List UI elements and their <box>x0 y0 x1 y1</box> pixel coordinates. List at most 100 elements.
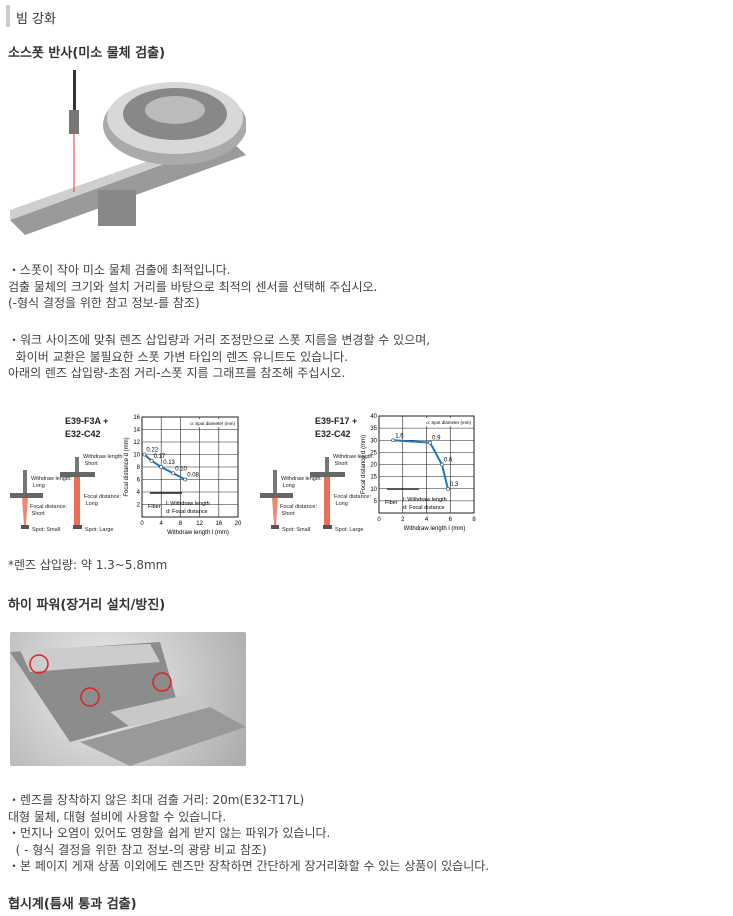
y-tick-label: 12 <box>133 440 140 446</box>
sensor-head-long <box>23 470 27 493</box>
data-label: 0.17 <box>154 454 166 460</box>
inset-fiber-label: Fiber <box>385 500 398 506</box>
label-focal-short: Focal distance: Short <box>280 504 317 517</box>
x-tick-label: 8 <box>179 521 183 527</box>
text-line: 검출 물체의 크기와 설치 거리를 바탕으로 최적의 센서를 선택해 주십시오. <box>8 279 378 294</box>
lens-note: *렌즈 삽입량: 약 1.3~5.8mm <box>8 558 168 572</box>
inset-fiber-label: Fiber <box>148 504 161 510</box>
x-tick-label: 8 <box>472 517 476 523</box>
sensor-head-short <box>75 457 79 472</box>
label-focal-short: Focal distance: Short <box>30 504 67 517</box>
data-label: 0.13 <box>163 460 175 466</box>
beam-long-focal <box>324 477 330 525</box>
spot-small <box>21 525 29 529</box>
label-withdraw-long: Withdraw length: Long <box>31 476 72 489</box>
y-tick-label: 40 <box>370 414 377 420</box>
x-tick-label: 4 <box>160 521 164 527</box>
x-axis-label: Withdraw length l (mm) <box>404 526 466 532</box>
y-tick-label: 16 <box>133 415 140 421</box>
text-line: 대형 물체, 대형 설비에 사용할 수 있습니다. <box>8 809 227 824</box>
x-tick-label: 16 <box>215 521 222 527</box>
y-tick-label: 4 <box>137 490 141 496</box>
legend-spot-diameter: o: Spot diameter (mm) <box>426 420 471 425</box>
spot-small <box>271 525 279 529</box>
section-title-small-spot: 소스폿 반사(미소 물체 검출) <box>8 46 166 61</box>
label-focal-long: Focal distance: Long <box>84 494 121 507</box>
y-tick-label: 6 <box>137 478 141 484</box>
data-label: 0.08 <box>187 473 199 479</box>
chart-title: E32-C42 <box>65 429 101 439</box>
text-line: ・스폿이 작아 미소 물체 검출에 최적입니다. <box>8 263 231 277</box>
high-power-photo <box>10 632 246 766</box>
label-withdraw-short: Withdraw length: Short <box>83 454 124 467</box>
y-tick-label: 14 <box>133 428 140 434</box>
beam-short-focal <box>272 498 278 525</box>
y-tick-label: 5 <box>374 499 378 505</box>
data-label: 0.22 <box>146 448 158 454</box>
text-line: ・워크 사이즈에 맞춰 렌즈 삽입량과 거리 조정만으로 스폿 지름을 변경할 … <box>8 333 431 347</box>
sensor-head-short <box>325 457 329 472</box>
text-line: ・본 페이지 게재 상품 이외에도 렌즈만 장착하면 간단하게 장거리화할 수 … <box>8 859 490 873</box>
y-tick-label: 25 <box>370 450 377 456</box>
beam-short-focal <box>22 498 28 525</box>
mounting-plate-long <box>260 493 293 498</box>
text-line: ・먼지나 오염이 있어도 영향을 쉽게 받지 않는 파워가 있습니다. <box>8 826 331 840</box>
y-tick-label: 2 <box>137 503 141 509</box>
x-tick-label: 20 <box>235 521 242 527</box>
y-tick-label: 10 <box>370 487 377 493</box>
text-line: (-형식 결정을 위한 참고 정보-를 참조) <box>8 296 200 310</box>
data-point <box>445 486 450 491</box>
x-tick-label: 0 <box>140 521 144 527</box>
text-line: ・렌즈를 장착하지 않은 최대 검출 거리: 20m(E32-T17L) <box>8 793 305 807</box>
data-point <box>391 438 396 443</box>
label-withdraw-long: Withdraw length: Long <box>281 476 322 489</box>
data-point <box>440 462 444 467</box>
header-title: 빔 강화 <box>16 12 57 27</box>
legend-bg <box>424 418 472 426</box>
legend-spot-diameter: o: Spot diameter (mm) <box>190 421 235 426</box>
y-axis-label: Focal distance d (mm) <box>361 435 367 494</box>
data-point <box>142 452 147 457</box>
data-point <box>171 471 176 476</box>
x-tick-label: 6 <box>449 517 453 523</box>
label-focal-long: Focal distance: Long <box>334 494 371 507</box>
label-spot-small: Spot: Small <box>32 527 60 533</box>
beam-long-focal <box>74 477 80 525</box>
chart-title: E39-F17 + <box>315 416 357 426</box>
x-tick-label: 0 <box>377 517 381 523</box>
x-axis-label: Withdraw length l (mm) <box>167 530 229 536</box>
section-title-narrow-view: 협시계(틈새 통과 검출) <box>8 897 137 912</box>
x-tick-label: 12 <box>196 521 203 527</box>
y-tick-label: 8 <box>137 465 141 471</box>
sensor-head-long <box>273 470 277 493</box>
inset-legend-d: d: Focal distance <box>166 509 208 515</box>
label-spot-large: Spot: Large <box>335 527 363 533</box>
inset-legend-l: l: Withdraw length <box>403 497 447 503</box>
x-tick-label: 4 <box>425 517 429 523</box>
label-spot-large: Spot: Large <box>85 527 113 533</box>
text-line: 화이버 교환은 불필요한 스폿 가변 타입의 렌즈 유니트도 있습니다. <box>8 349 349 364</box>
focal-curve <box>393 439 449 489</box>
x-tick-label: 2 <box>401 517 405 523</box>
y-tick-label: 35 <box>370 426 377 432</box>
data-point <box>183 477 188 482</box>
y-tick-label: 10 <box>133 453 140 459</box>
label-spot-small: Spot: Small <box>282 527 310 533</box>
data-label: 1.6 <box>395 433 404 439</box>
data-point <box>159 465 164 469</box>
section-title-high-power: 하이 파워(장거리 설치/방진) <box>8 598 166 613</box>
spot-large <box>323 525 332 529</box>
data-label: 0.9 <box>432 436 441 442</box>
data-label: 0.3 <box>450 482 459 488</box>
data-point <box>149 458 154 463</box>
label-withdraw-short: Withdraw length: Short <box>333 454 374 467</box>
chart-title: E32-C42 <box>315 429 351 439</box>
text-line: 아래의 렌즈 삽입량-초점 거리-스폿 지름 그래프를 참조해 주십시오. <box>8 366 346 380</box>
inset-legend-l: l: Withdraw length <box>166 501 210 507</box>
y-tick-label: 30 <box>370 438 377 444</box>
mounting-plate-long <box>10 493 43 498</box>
text-line: ( - 형식 결정을 위한 참고 정보-의 광량 비교 참조) <box>8 842 267 857</box>
data-point <box>428 440 432 445</box>
